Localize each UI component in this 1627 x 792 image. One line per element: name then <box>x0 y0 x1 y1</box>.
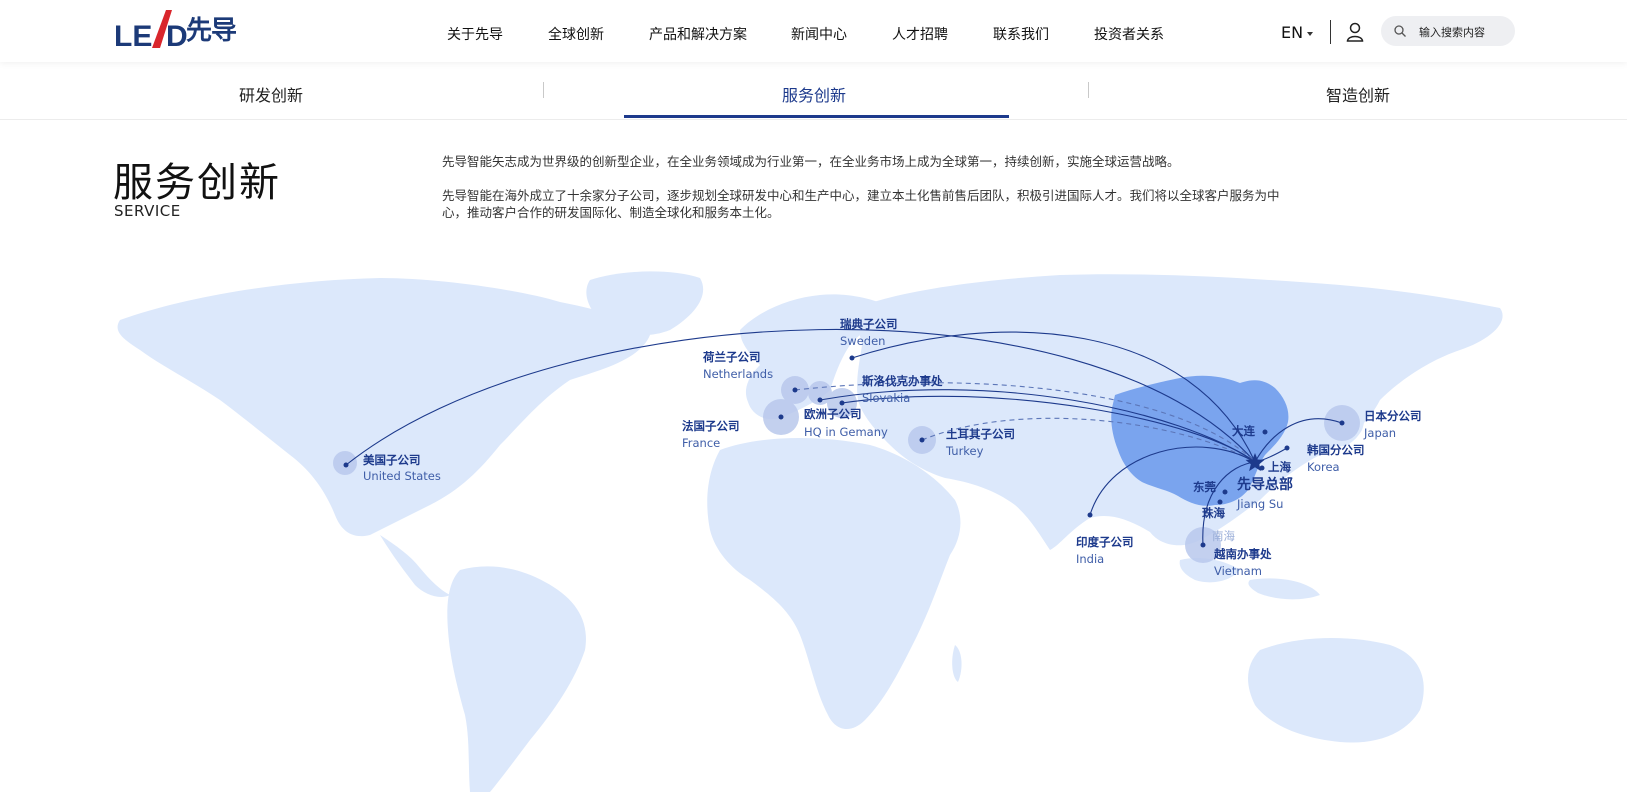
intro-paragraph-1: 先导智能矢志成为世界级的创新型企业，在全业务领域成为行业第一，在全业务市场上成为… <box>442 154 1180 169</box>
tab-rd-innovation[interactable]: 研发创新 <box>239 86 304 105</box>
intro-paragraph-2-line-2: 心，推动客户合作的研发国际化、制造全球化和服务本土化。 <box>442 205 780 220</box>
label-tr-cn: 土耳其子公司 <box>946 427 1015 441</box>
label-city-dongguan: 东莞 <box>1193 480 1216 494</box>
label-hq-en: Jiang Su <box>1236 497 1283 511</box>
world-map: 美国子公司 United States 瑞典子公司 Sweden 荷兰子公司 N… <box>117 271 1503 792</box>
nav-contact[interactable]: 联系我们 <box>993 27 1049 43</box>
page-subtitle: SERVICE <box>114 202 181 220</box>
label-hq-cn: 先导总部 <box>1237 476 1293 493</box>
search-input[interactable]: 输入搜索内容 <box>1419 26 1485 39</box>
label-de-en: HQ in Gemany <box>804 425 888 439</box>
label-se-en: Sweden <box>840 334 885 348</box>
site-header: LE D 先导 关于先导 全球创新 产品和解决方案 新闻中心 人才招聘 联系我们… <box>0 0 1627 62</box>
china-region[interactable] <box>1111 375 1289 506</box>
language-switcher[interactable]: EN <box>1281 23 1314 42</box>
label-city-shanghai: 上海 <box>1268 460 1291 474</box>
label-nl-cn: 荷兰子公司 <box>702 350 761 364</box>
label-se-cn: 瑞典子公司 <box>840 317 898 331</box>
label-de-cn: 欧洲子公司 <box>804 407 862 421</box>
label-sk-cn: 斯洛伐克办事处 <box>862 374 943 388</box>
language-label: EN <box>1281 23 1304 42</box>
continents <box>117 271 1503 792</box>
intro-paragraph-2-line-1: 先导智能在海外成立了十余家分子公司，逐步规划全球研发中心和生产中心，建立本土化售… <box>442 188 1280 203</box>
sub-navigation: 研发创新 服务创新 智造创新 <box>0 62 1627 120</box>
connection-arcs <box>345 328 1343 546</box>
logo-cn: 先导 <box>186 16 237 46</box>
search-icon[interactable] <box>1393 24 1407 38</box>
label-vn-cn: 越南办事处 <box>1213 547 1272 561</box>
hq-star-icon[interactable] <box>1245 453 1265 472</box>
nav-careers[interactable]: 人才招聘 <box>892 27 948 43</box>
office-dots <box>343 355 1345 548</box>
search-box[interactable]: 输入搜索内容 <box>1381 16 1515 46</box>
nav-about[interactable]: 关于先导 <box>447 27 503 43</box>
chevron-down-icon <box>1307 31 1314 36</box>
tab-service-innovation[interactable]: 服务创新 <box>782 86 847 105</box>
label-in-en: India <box>1076 552 1104 566</box>
label-nl-en: Netherlands <box>703 367 773 381</box>
tab-divider <box>1088 82 1089 98</box>
label-jp-en: Japan <box>1363 426 1396 440</box>
label-jp-cn: 日本分公司 <box>1364 409 1422 423</box>
label-kr-cn: 韩国分公司 <box>1307 443 1365 457</box>
user-icon[interactable] <box>1346 22 1364 42</box>
label-us-en: United States <box>363 469 441 483</box>
tab-divider <box>543 82 544 98</box>
page-title: 服务创新 <box>113 160 281 206</box>
label-us-cn: 美国子公司 <box>363 453 421 467</box>
office-labels: 美国子公司 United States 瑞典子公司 Sweden 荷兰子公司 N… <box>363 317 1422 578</box>
label-vn-en: Vietnam <box>1214 564 1262 578</box>
label-city-nanhai: 南海 <box>1212 529 1235 543</box>
label-tr-en: Turkey <box>945 444 984 458</box>
header-divider <box>1330 20 1331 44</box>
tab-manufacturing-innovation[interactable]: 智造创新 <box>1326 86 1391 105</box>
nav-products[interactable]: 产品和解决方案 <box>649 27 747 43</box>
label-in-cn: 印度子公司 <box>1076 535 1134 549</box>
label-fr-cn: 法国子公司 <box>682 419 740 433</box>
nav-investors[interactable]: 投资者关系 <box>1094 27 1164 43</box>
label-fr-en: France <box>682 436 720 450</box>
svg-text:LE: LE <box>114 20 152 52</box>
label-kr-en: Korea <box>1307 460 1340 474</box>
svg-text:D: D <box>166 20 188 52</box>
lead-logo[interactable]: LE D <box>114 8 248 52</box>
nav-news[interactable]: 新闻中心 <box>791 27 847 43</box>
label-sk-en: Slovakia <box>862 391 910 405</box>
active-tab-indicator <box>624 115 1009 118</box>
label-city-dalian: 大连 <box>1232 424 1255 438</box>
label-city-zhuhai: 珠海 <box>1202 506 1225 520</box>
nav-innovation[interactable]: 全球创新 <box>548 27 604 43</box>
